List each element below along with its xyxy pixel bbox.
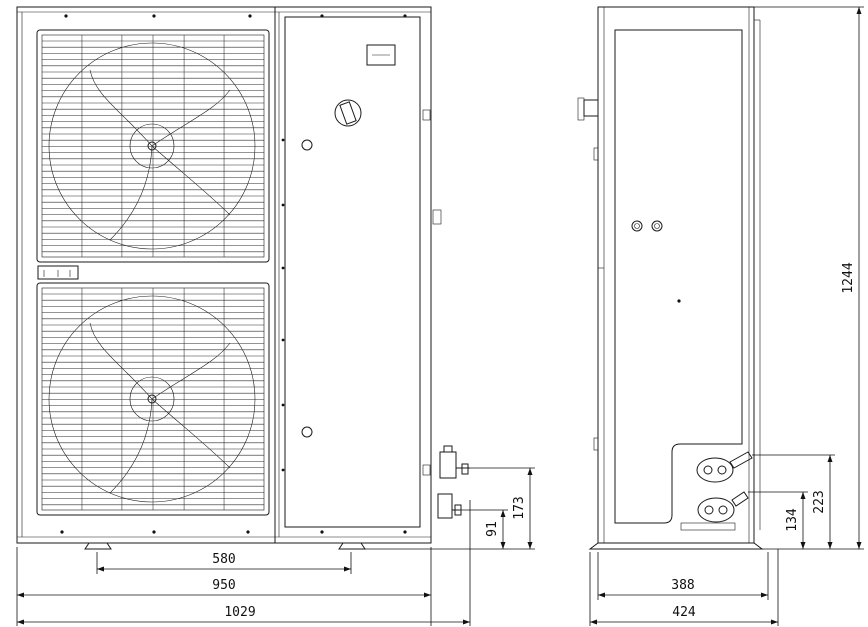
service-panel bbox=[281, 16, 421, 528]
front-foot-right bbox=[338, 542, 366, 550]
refrigerant-valves bbox=[437, 445, 470, 519]
dim-label-950: 950 bbox=[212, 578, 235, 593]
dim-label-1244: 1244 bbox=[841, 262, 856, 293]
side-base bbox=[588, 542, 764, 550]
side-screw-right bbox=[651, 220, 663, 232]
panel-screw-top bbox=[301, 139, 313, 151]
side-panel bbox=[614, 29, 743, 524]
dim-label-91: 91 bbox=[485, 521, 500, 537]
panel-handle bbox=[366, 44, 396, 66]
front-casing-outline bbox=[16, 6, 432, 544]
side-view bbox=[577, 6, 764, 550]
side-dimensions: 1244 223 134 388 424 bbox=[589, 6, 864, 626]
dim-label-580: 580 bbox=[212, 552, 235, 567]
front-dimensions: 580 950 1029 91 173 bbox=[16, 467, 535, 626]
dim-label-1029: 1029 bbox=[224, 605, 255, 620]
dim-label-134: 134 bbox=[785, 508, 800, 532]
main-switch-knob bbox=[334, 99, 362, 127]
dim-label-223: 223 bbox=[812, 490, 827, 513]
panel-screw-bottom bbox=[301, 426, 313, 438]
front-foot-left bbox=[84, 542, 112, 550]
lower-fan-guard bbox=[36, 282, 270, 516]
side-screw-left bbox=[631, 220, 643, 232]
side-handle bbox=[583, 99, 599, 117]
dim-label-424: 424 bbox=[672, 605, 696, 620]
upper-fan-guard bbox=[36, 29, 270, 263]
dim-label-173: 173 bbox=[512, 496, 527, 519]
side-connection-ports bbox=[680, 451, 753, 531]
dim-label-388: 388 bbox=[671, 578, 694, 593]
rating-plate bbox=[37, 265, 79, 280]
front-view bbox=[16, 6, 470, 550]
